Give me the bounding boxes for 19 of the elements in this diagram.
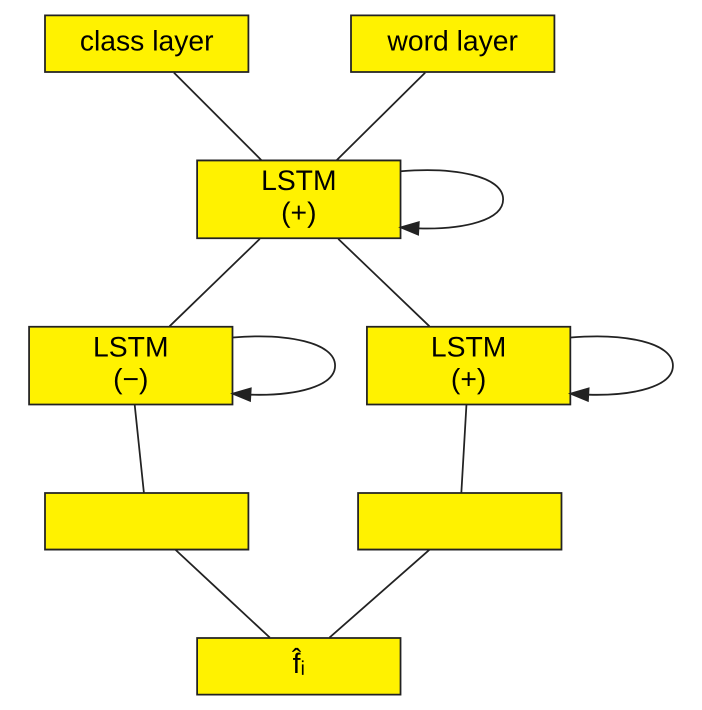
connector — [338, 238, 430, 327]
connector — [134, 404, 145, 493]
arrow — [230, 336, 336, 402]
node-box: f̂ᵢ — [196, 637, 402, 696]
connector — [336, 72, 426, 161]
node-box: word layer — [350, 14, 556, 73]
connector — [168, 238, 260, 327]
node-box: LSTM (+) — [366, 326, 572, 406]
node-box — [357, 492, 562, 550]
node-box — [44, 492, 250, 550]
node-box: LSTM (+) — [196, 160, 402, 240]
connector — [173, 72, 262, 161]
connector — [460, 404, 468, 493]
node-box: LSTM (−) — [28, 326, 234, 406]
arrow — [568, 336, 674, 402]
connector — [328, 549, 430, 638]
node-box: class layer — [44, 14, 250, 73]
arrow — [398, 169, 504, 236]
connector — [174, 549, 270, 638]
